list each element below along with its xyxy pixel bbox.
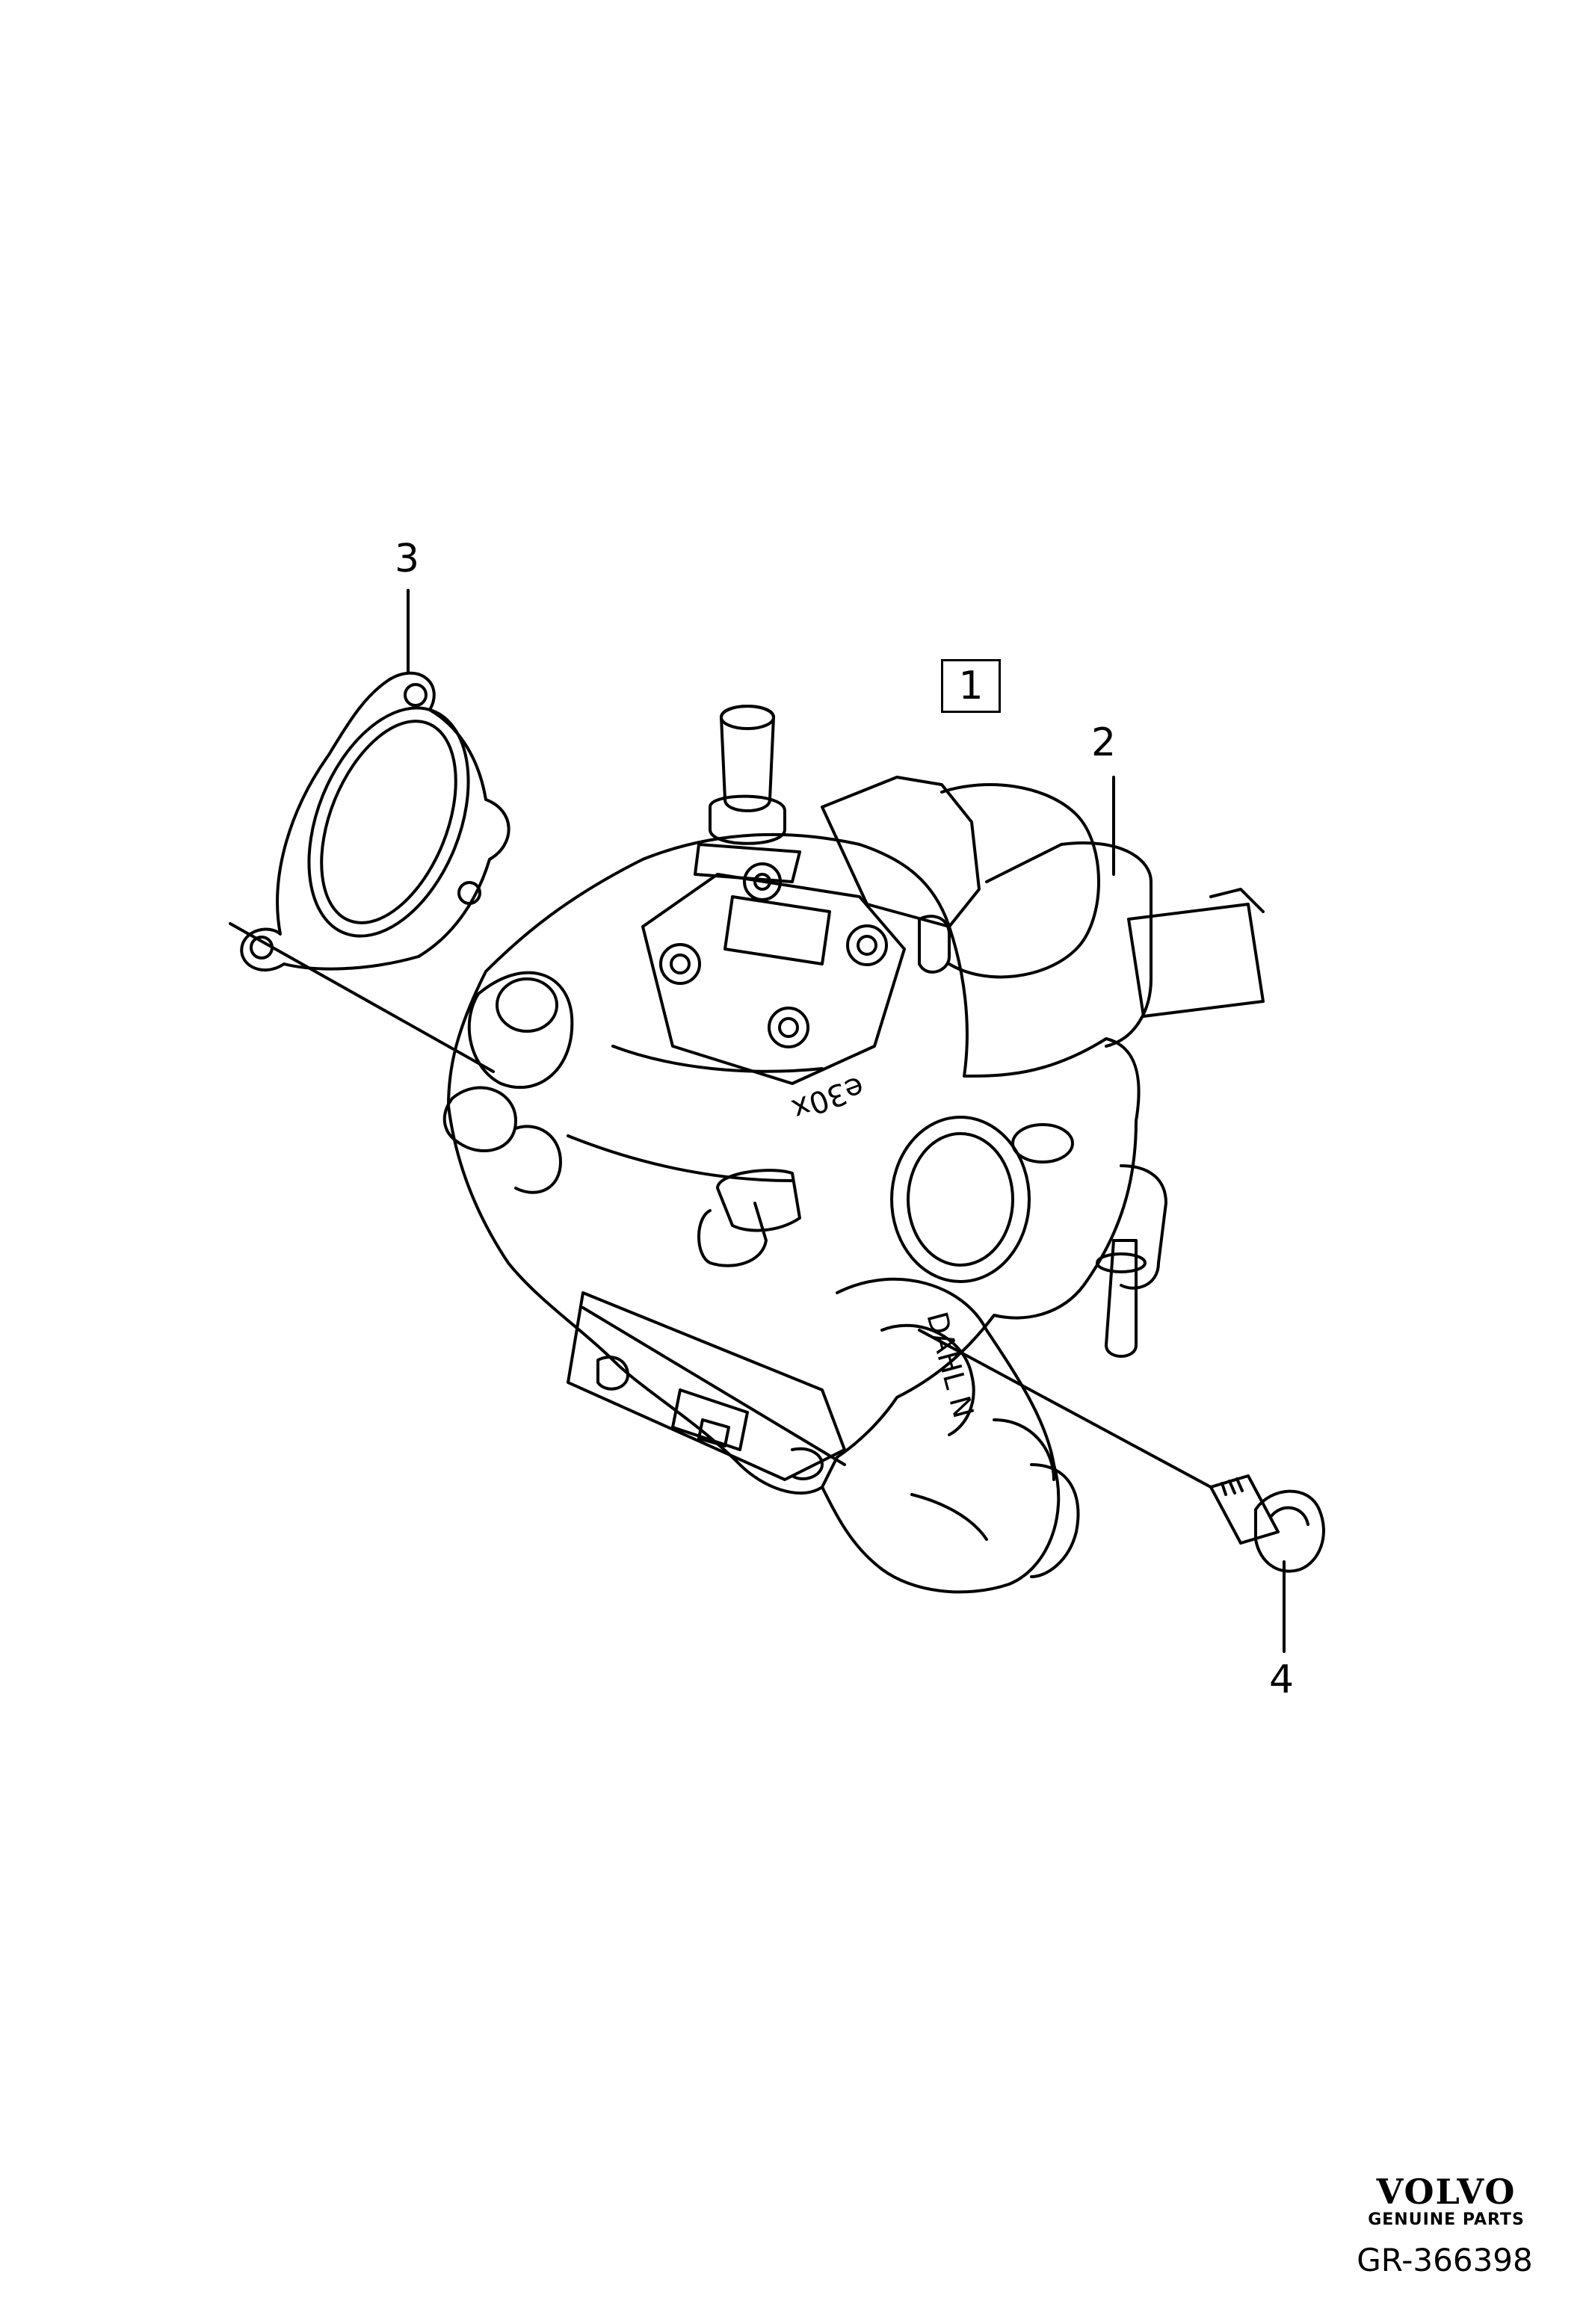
pressure-port-cap [890, 1116, 1074, 1283]
fuel-outlet-pipe [694, 705, 801, 883]
axis-line-right [918, 1329, 1212, 1489]
bolt-part-4 [1209, 1474, 1325, 1573]
callout-4: 4 [1269, 1657, 1295, 1702]
pump-maker-marking: DAHL N [920, 1308, 980, 1421]
body-plug [697, 1169, 801, 1267]
volvo-logo: VOLVO [1376, 2172, 1517, 2212]
side-outlet-tube [1096, 1164, 1167, 1358]
pump-body-part-1 [442, 832, 1141, 1495]
callout-1-boxed: 1 [941, 659, 1001, 713]
callout-2: 2 [1091, 720, 1117, 765]
axis-line-left [229, 922, 495, 1073]
drawing-number: GR-366398 [1357, 2242, 1533, 2278]
gasket-part-3 [240, 671, 510, 972]
pump-code-marking: e30x [787, 1069, 868, 1127]
genuine-parts-label: GENUINE PARTS [1368, 2210, 1525, 2229]
callout-3: 3 [395, 537, 420, 581]
lower-connector [567, 1291, 846, 1481]
drive-housing [821, 1277, 1080, 1594]
solenoid-valve-part-2 [821, 776, 1265, 1048]
